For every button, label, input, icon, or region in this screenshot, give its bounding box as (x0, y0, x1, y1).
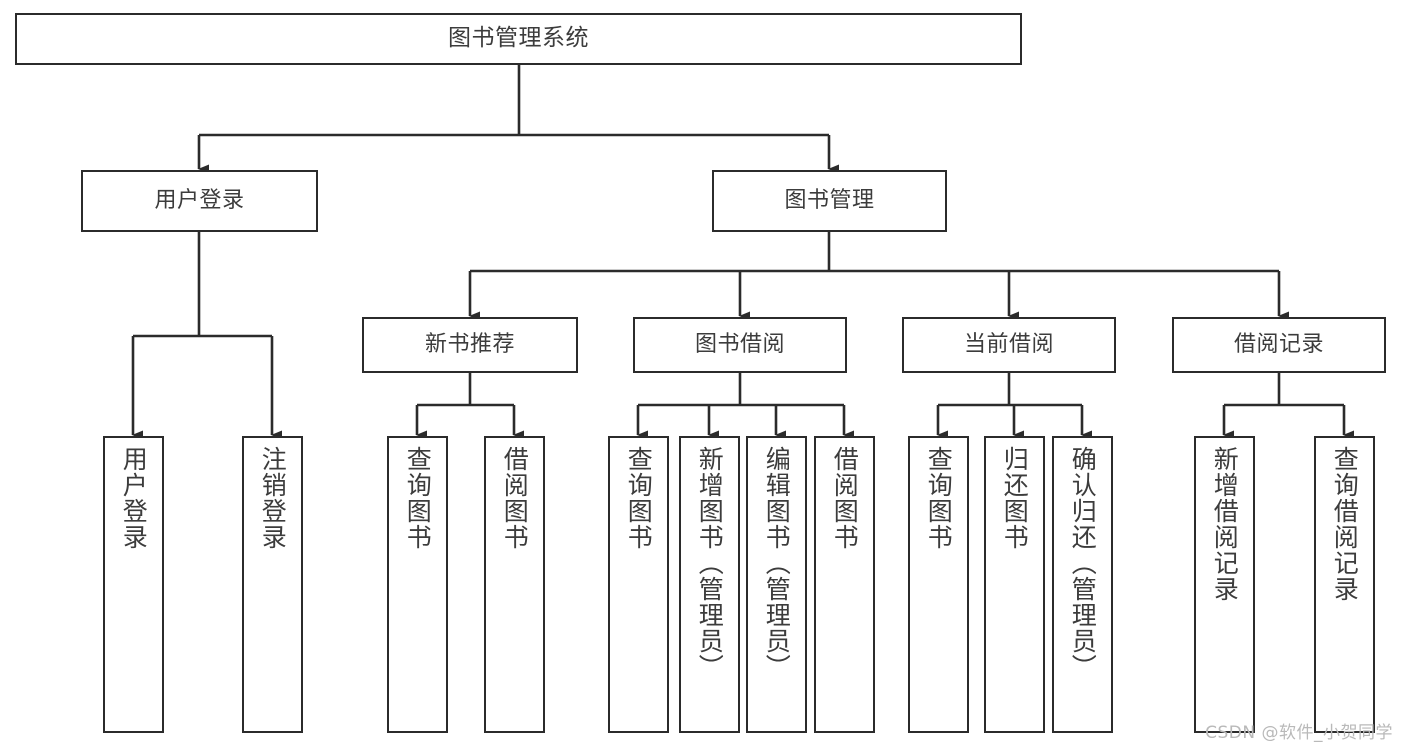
node-leaf-confirm-return[interactable]: 确认归还（管理员） (1052, 436, 1113, 733)
node-label: 确认归还（管理员） (1068, 446, 1098, 680)
node-label: 查询图书 (924, 446, 954, 550)
node-book-management[interactable]: 图书管理 (712, 170, 947, 232)
node-current-borrow[interactable]: 当前借阅 (902, 317, 1116, 373)
node-label: 图书借阅 (694, 331, 785, 357)
node-leaf-query-borrow-record[interactable]: 查询借阅记录 (1314, 436, 1375, 733)
node-leaf-user-logout[interactable]: 注销登录 (242, 436, 303, 733)
node-leaf-edit-book[interactable]: 编辑图书（管理员） (746, 436, 807, 733)
node-label: 新增借阅记录 (1210, 446, 1240, 602)
node-label: 新书推荐 (424, 331, 515, 357)
node-leaf-return-book[interactable]: 归还图书 (984, 436, 1045, 733)
node-label: 用户登录 (119, 446, 149, 550)
node-root[interactable]: 图书管理系统 (15, 13, 1022, 65)
node-label: 注销登录 (258, 446, 288, 550)
node-label: 图书管理 (784, 187, 875, 213)
node-leaf-add-borrow-record[interactable]: 新增借阅记录 (1194, 436, 1255, 733)
node-label: 归还图书 (1000, 446, 1030, 550)
node-label: 图书管理系统 (448, 25, 589, 52)
node-leaf-borrow-book[interactable]: 借阅图书 (814, 436, 875, 733)
node-label: 查询图书 (403, 446, 433, 550)
node-label: 新增图书（管理员） (695, 446, 725, 680)
node-user-login[interactable]: 用户登录 (81, 170, 318, 232)
node-book-borrow[interactable]: 图书借阅 (633, 317, 847, 373)
node-leaf-query-book-current[interactable]: 查询图书 (908, 436, 969, 733)
node-label: 查询借阅记录 (1330, 446, 1360, 602)
node-label: 用户登录 (154, 187, 245, 213)
node-new-book-recommend[interactable]: 新书推荐 (362, 317, 578, 373)
node-label: 借阅图书 (500, 446, 530, 550)
node-leaf-user-login[interactable]: 用户登录 (103, 436, 164, 733)
node-leaf-query-book-recommend[interactable]: 查询图书 (387, 436, 448, 733)
node-label: 编辑图书（管理员） (762, 446, 792, 680)
node-leaf-add-book[interactable]: 新增图书（管理员） (679, 436, 740, 733)
node-leaf-borrow-book-recommend[interactable]: 借阅图书 (484, 436, 545, 733)
node-leaf-query-book-borrow[interactable]: 查询图书 (608, 436, 669, 733)
node-borrow-record[interactable]: 借阅记录 (1172, 317, 1386, 373)
node-label: 借阅图书 (830, 446, 860, 550)
node-label: 借阅记录 (1233, 331, 1324, 357)
node-label: 当前借阅 (963, 331, 1054, 357)
connector-group (131, 65, 1354, 440)
watermark-csdn: CSDN @软件_小贺同学 (1205, 723, 1393, 743)
node-label: 查询图书 (624, 446, 654, 550)
